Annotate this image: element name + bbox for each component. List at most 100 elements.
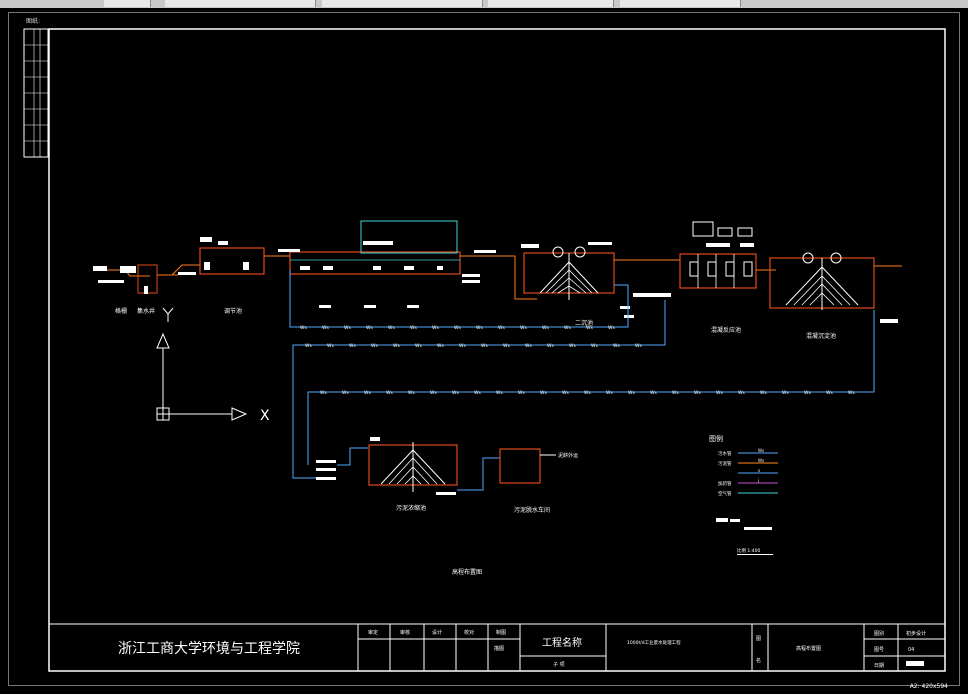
title-role-label: 校对 (464, 629, 474, 636)
paper-size-label: A2: 420x594 (909, 683, 948, 690)
title-role-label: 制图 (496, 629, 506, 636)
title-role-label: 设计 (432, 629, 442, 636)
pipe-code-tag: Ws (716, 390, 723, 396)
date-value-block (906, 661, 924, 666)
pipe-code-tag: Ws (393, 343, 400, 349)
pipe-code-tag: Ws (591, 343, 598, 349)
pipe-code-tag: Ws (760, 390, 767, 396)
pipe-code-tag: Ws (804, 390, 811, 396)
legend-item-label: 空气管 (718, 490, 732, 497)
toolbar-dropdown[interactable] (322, 0, 483, 7)
pipe-code-tag: Ws (322, 325, 329, 331)
stage-label: 图别 (874, 630, 884, 637)
bar-screen (93, 266, 150, 283)
pipe-code-tag: Ws (364, 390, 371, 396)
pipe-code-tag: Ws (366, 325, 373, 331)
pipe-code-tag: Ws (569, 343, 576, 349)
figure-label-line2: 名 (756, 657, 761, 664)
pipe-code-tag: Ws (613, 343, 620, 349)
title-role-label: 审定 (368, 629, 378, 636)
pipe-code-tag: Ws (520, 325, 527, 331)
drawing-role: 描图 (494, 645, 504, 652)
legend-scale: 比例 1:400 (737, 547, 761, 554)
legend-line-code: j (757, 478, 759, 483)
axis-x-label: X (260, 408, 270, 424)
toolbar-dropdown[interactable] (488, 0, 614, 7)
inner-frame (48, 28, 946, 672)
pipe-code-tag: Ws (452, 390, 459, 396)
pipe-code-tag: Ws (476, 325, 483, 331)
toolbar-strip (0, 0, 968, 8)
dewatering-room (499, 448, 541, 484)
pipe-code-tag: Ws (694, 390, 701, 396)
unit-label-sedimentation: 混凝沉淀池 (806, 332, 836, 340)
pipe-code-tag: Ws (474, 390, 481, 396)
pipe-code-tag: Ws (518, 390, 525, 396)
pipe-code-tag: Ws (305, 343, 312, 349)
unit-label-dewatering: 污泥脱水车间 (514, 506, 550, 514)
equalization-tank (199, 237, 290, 275)
pipe-code-tag: Ws (437, 343, 444, 349)
legend-line-code: s (758, 468, 760, 473)
title-block (48, 623, 946, 672)
coordinate-axis (156, 332, 248, 421)
pipe-code-tag: Ws (672, 390, 679, 396)
figure-label-line1: 图 (756, 636, 761, 642)
aeration-tank (278, 220, 537, 308)
collection-well (137, 251, 201, 294)
pipe-code-tag: Ws (606, 390, 613, 396)
cake-outlet-label: 泥餅外运 (558, 452, 578, 459)
pipe-code-tag: Ws (635, 343, 642, 349)
legend-line-code: Ws (758, 458, 764, 463)
pipe-code-tag: Ws (608, 325, 615, 331)
stage-value: 初步设计 (906, 630, 926, 637)
pipe-code-tag: Ws (650, 390, 657, 396)
coagulation-sedimentation-tank (769, 252, 902, 326)
drawing-sheet[interactable] (8, 12, 960, 686)
unit-label-clarifier: 二沉池 (575, 319, 593, 327)
project-label: 工程名称 (542, 636, 582, 649)
pipe-code-tag: Ws (349, 343, 356, 349)
unit-label-reaction: 混凝反应池 (711, 326, 741, 334)
title-role-label: 审核 (400, 629, 410, 636)
subitem-label: 子 项 (553, 661, 565, 668)
pipe-code-tag: Ws (459, 343, 466, 349)
pipe-code-tag: Ws (300, 325, 307, 331)
toolbar-button[interactable] (104, 0, 151, 7)
coagulation-reaction-tank (679, 221, 776, 289)
number-label: 图号 (874, 647, 884, 653)
pipe-code-tag: Ws (432, 325, 439, 331)
number-value: 04 (908, 647, 914, 653)
unit-label-screen: 格栅 (115, 307, 127, 315)
date-label: 日期 (874, 663, 884, 669)
pipe-code-tag: Ws (738, 390, 745, 396)
figure-name: 高程布置图 (796, 645, 821, 652)
pipe-code-tag: Ws (564, 325, 571, 331)
pipe-code-tag: Ws (342, 390, 349, 396)
pipe-code-tag: Ws (498, 325, 505, 331)
secondary-clarifier (521, 242, 680, 318)
toolbar-dropdown[interactable] (620, 0, 741, 7)
project-name: 1000t/d工业废水处理工程 (627, 639, 681, 646)
pipe-code-tag: Ws (540, 390, 547, 396)
pipe-code-tag: Ws (320, 390, 327, 396)
pipe-code-tag: Ws (542, 325, 549, 331)
legend-item-label: 污水管 (718, 450, 732, 457)
sludge-pipe-network (289, 270, 875, 491)
school-name: 浙江工商大学环境与工程学院 (118, 641, 300, 657)
drawing-name-label: 高程布置图 (452, 568, 482, 576)
pipe-code-tag: Ws (586, 325, 593, 331)
pipe-code-tag: Ws (503, 343, 510, 349)
pipe-code-tag: Ws (826, 390, 833, 396)
legend-title: 图例 (709, 434, 723, 443)
pipe-code-tag: Ws (848, 390, 855, 396)
pipe-code-tag: Ws (584, 390, 591, 396)
pipe-code-tag: Ws (327, 343, 334, 349)
toolbar-dropdown[interactable] (165, 0, 316, 7)
pipe-code-tag: Ws (628, 390, 635, 396)
pipe-code-tag: Ws (371, 343, 378, 349)
pipe-code-tag: Ws (481, 343, 488, 349)
unit-label-thickener: 污泥浓缩池 (396, 504, 426, 512)
legend-line-code: Ws (758, 448, 764, 453)
